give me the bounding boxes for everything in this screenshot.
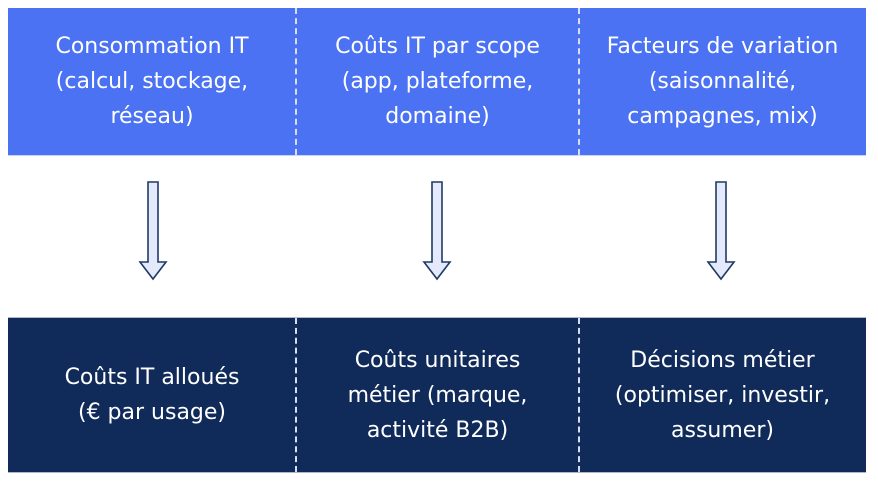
dashed-divider [578, 8, 580, 155]
box-label: Coûts unitaires métier (marque, activité… [347, 347, 528, 443]
box-decisions-metier: Décisions métier (optimiser, investir, a… [579, 318, 866, 472]
box-label: Coûts IT alloués (€ par usage) [64, 365, 240, 425]
dashed-divider [295, 8, 297, 155]
dashed-divider [578, 318, 580, 472]
box-couts-it-alloues: Coûts IT alloués (€ par usage) [8, 318, 296, 472]
output-row: Coûts IT alloués (€ par usage) Coûts uni… [8, 318, 866, 472]
box-facteurs-de-variation: Facteurs de variation (saisonnalité, cam… [579, 8, 866, 155]
arrow-down-icon [706, 181, 736, 281]
box-label: Consommation IT (calcul, stockage, résea… [55, 34, 249, 129]
arrow-down-icon [138, 181, 168, 281]
box-couts-it-par-scope: Coûts IT par scope (app, plateforme, dom… [296, 8, 579, 155]
box-label: Décisions métier (optimiser, investir, a… [614, 347, 831, 443]
arrow-down-icon [422, 181, 452, 281]
dashed-divider [295, 318, 297, 472]
input-row: Consommation IT (calcul, stockage, résea… [8, 8, 866, 155]
box-consommation-it: Consommation IT (calcul, stockage, résea… [8, 8, 296, 155]
box-couts-unitaires-metier: Coûts unitaires métier (marque, activité… [296, 318, 579, 472]
box-label: Facteurs de variation (saisonnalité, cam… [606, 34, 839, 129]
box-label: Coûts IT par scope (app, plateforme, dom… [335, 34, 540, 129]
